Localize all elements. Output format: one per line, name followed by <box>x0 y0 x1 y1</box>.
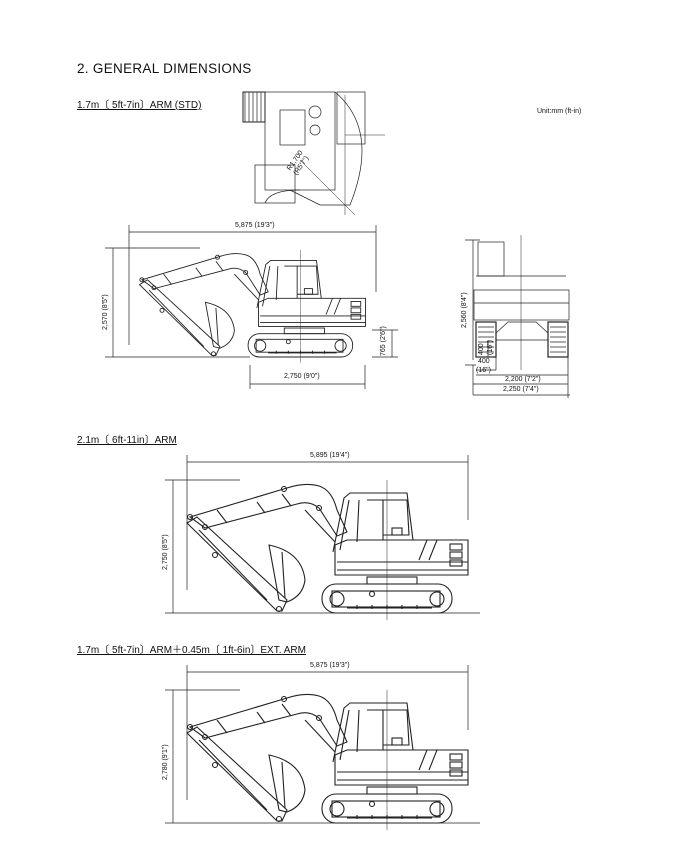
front-view-drawing <box>465 235 570 398</box>
shoe-width-ft: (16") <box>476 367 491 374</box>
dimension-lines-std <box>105 225 398 389</box>
page-heading: 2. GENERAL DIMENSIONS <box>77 61 252 76</box>
section-title-std-arm: 1.7m〔 5ft-7in〕ARM (STD) <box>77 100 202 111</box>
ground-clearance: 400 <box>478 343 485 355</box>
track-gauge: 2,200 (7'2") <box>505 376 541 383</box>
overall-length-2-1m: 5,895 (19'4") <box>310 452 350 459</box>
front-height: 2,560 (8'4") <box>461 292 468 328</box>
overall-length-ext: 5,875 (19'3") <box>310 662 350 669</box>
excavator-side-view-2-1m-arm <box>186 479 469 621</box>
overall-width: 2,250 (7'4") <box>503 386 539 393</box>
shoe-width: 400 <box>478 358 490 365</box>
top-view-drawing <box>242 91 385 216</box>
excavator-side-view-std <box>138 249 367 364</box>
section-title-ext-arm: 1.7m〔 5ft-7in〕ARM＋0.45m〔 1ft-6in〕EXT. AR… <box>77 645 306 656</box>
track-height-std: 765 (2'6") <box>380 326 387 356</box>
overall-length-std: 5,875 (19'3") <box>235 222 275 229</box>
excavator-side-view-ext-arm <box>186 689 469 831</box>
section-title-2-1m-arm: 2.1m〔 6ft-11in〕ARM <box>77 435 177 446</box>
track-length-std: 2,750 (9'0") <box>284 373 320 380</box>
overall-height-ext: 2,780 (9'1") <box>162 744 169 780</box>
ground-clearance-ft: (16") <box>487 340 494 355</box>
overall-height-std: 2,570 (8'5") <box>102 294 109 330</box>
overall-height-2-1m: 2,750 (8'5") <box>162 534 169 570</box>
unit-note: Unit:mm (ft-in) <box>537 108 582 115</box>
